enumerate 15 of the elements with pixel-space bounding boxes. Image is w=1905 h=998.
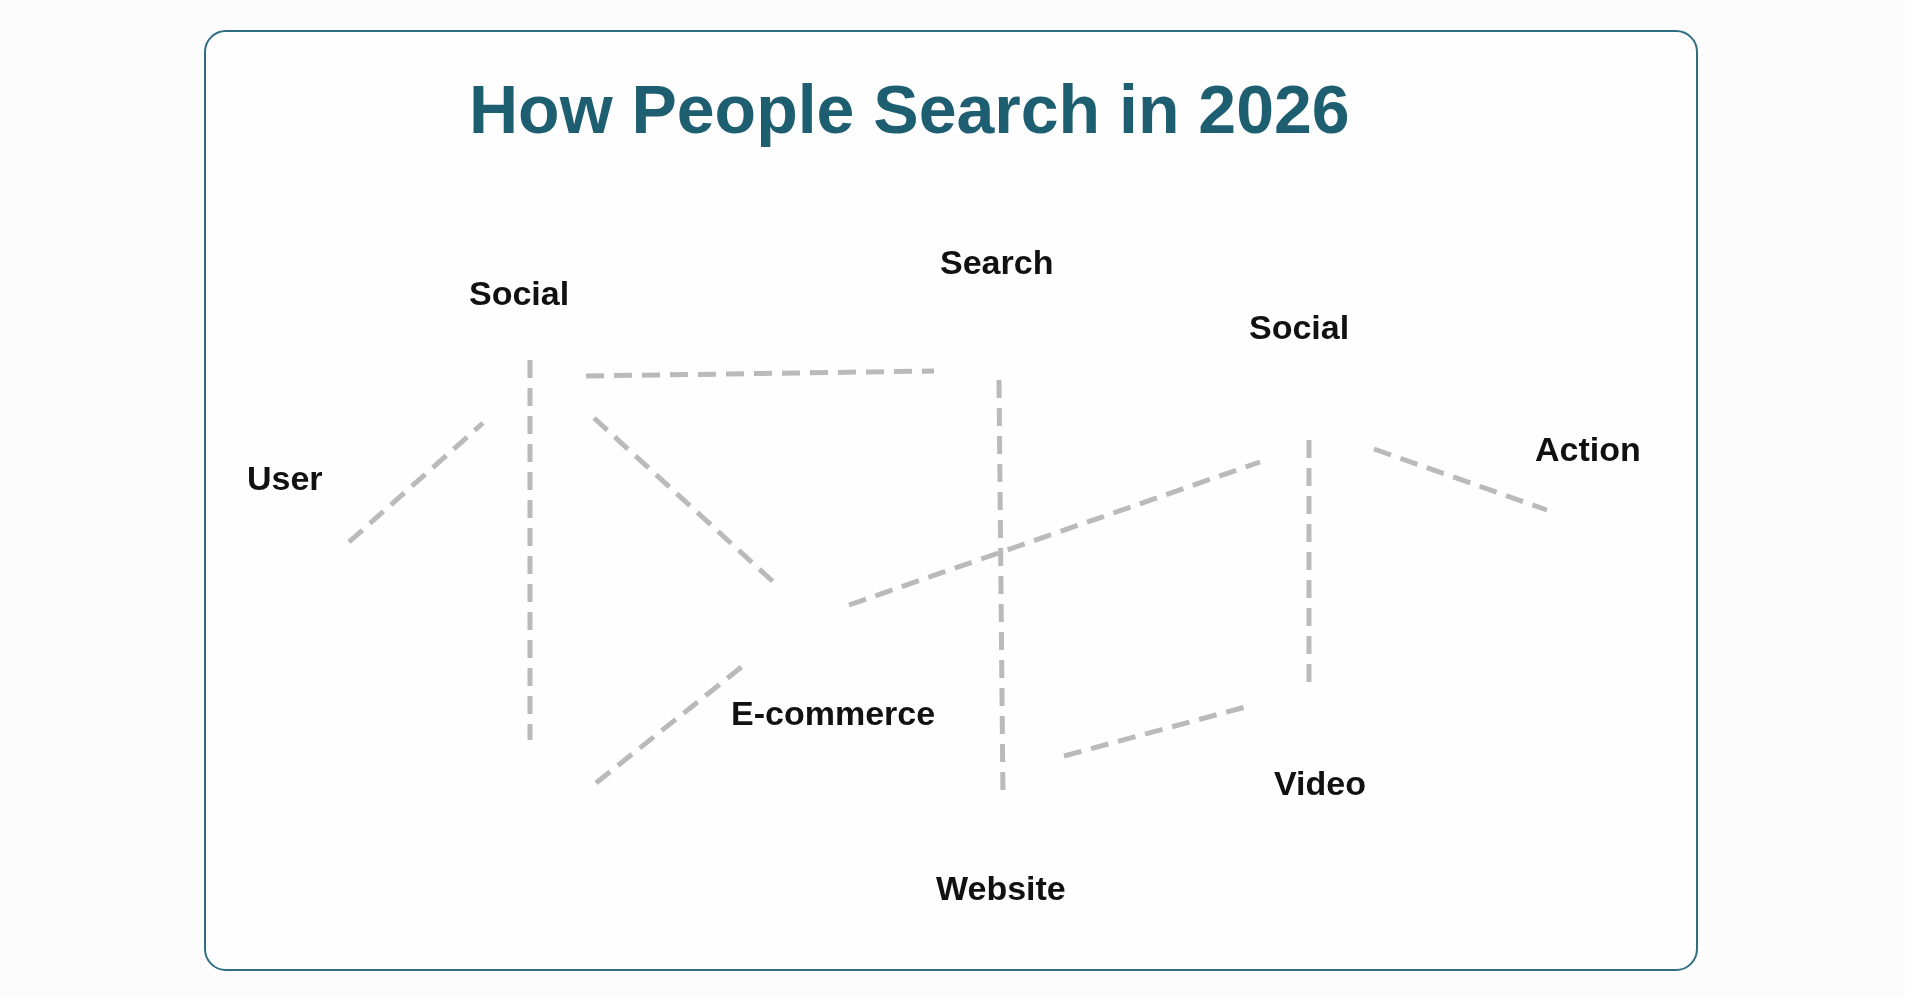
node-label: Video [1274,764,1366,803]
dashed-connector [347,421,485,544]
dashed-connector [527,360,533,740]
dashed-connector [594,663,746,785]
node-label: User [247,459,323,498]
node-label: Social [1249,308,1350,347]
dashed-connector [1373,446,1548,513]
node-label: Action [1535,430,1641,469]
node-label: E-commerce [731,694,936,733]
diagram-title: How People Search in 2026 [469,70,1350,148]
dashed-connector [585,368,935,379]
node-label: Search [940,243,1054,282]
node-label: Social [469,274,570,313]
dashed-connector [848,459,1261,608]
node-label: Website [936,869,1066,908]
